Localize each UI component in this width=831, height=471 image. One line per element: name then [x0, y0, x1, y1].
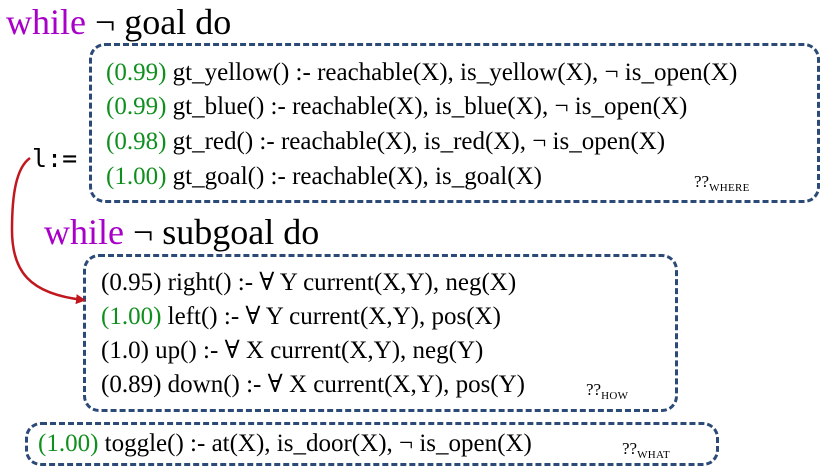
where-rule-3-body: gt_red() :- reachable(X), is_red(X), ¬ i…: [166, 128, 666, 155]
where-rule-1-weight: (0.99): [106, 59, 167, 86]
connector-arrow-path: [10, 156, 86, 305]
how-rule-4: (0.89) down() :- ∀ X current(X,Y), pos(Y…: [101, 370, 525, 400]
how-tag: ??HOW: [586, 380, 628, 406]
where-rule-1-body: gt_yellow() :- reachable(X), is_yellow(X…: [166, 59, 738, 86]
how-rule-2-body: left() :- ∀ Y current(X,Y), pos(X): [161, 303, 501, 330]
how-tag-subscript: HOW: [601, 390, 629, 402]
how-rule-2: (1.00) left() :- ∀ Y current(X,Y), pos(X…: [101, 302, 501, 332]
where-rule-4-body: gt_goal() :- reachable(X), is_goal(X): [166, 163, 542, 190]
how-rule-1: (0.95) right() :- ∀ Y current(X,Y), neg(…: [101, 268, 516, 298]
what-tag: ??WHAT: [622, 439, 670, 465]
how-rule-box: [83, 254, 678, 412]
assignment-label: l:=: [32, 144, 78, 173]
how-rule-2-weight: (1.00): [101, 303, 162, 330]
outer-while-condition: goal do: [124, 2, 232, 42]
outer-while-keyword: while: [6, 2, 86, 42]
what-rule-1: (1.00) toggle() :- at(X), is_door(X), ¬ …: [38, 429, 532, 459]
where-rule-3: (0.98) gt_red() :- reachable(X), is_red(…: [106, 127, 665, 157]
inner-while-condition: subgoal do: [162, 212, 320, 252]
where-tag: ??WHERE: [694, 172, 750, 198]
what-tag-prefix: ??: [622, 439, 638, 458]
how-rule-4-weight: (0.89): [101, 371, 162, 398]
inner-negation-symbol: ¬: [132, 212, 154, 252]
where-tag-subscript: WHERE: [709, 182, 750, 194]
where-rule-2-body: gt_blue() :- reachable(X), is_blue(X), ¬…: [166, 93, 688, 120]
inner-while-header: while ¬ subgoal do: [44, 212, 319, 252]
where-rule-1: (0.99) gt_yellow() :- reachable(X), is_y…: [106, 58, 737, 88]
how-tag-prefix: ??: [586, 380, 602, 399]
where-rule-box: [89, 43, 820, 203]
outer-while-header: while ¬ goal do: [6, 2, 231, 42]
how-rule-1-body: right() :- ∀ Y current(X,Y), neg(X): [161, 269, 517, 296]
where-rule-4: (1.00) gt_goal() :- reachable(X), is_goa…: [106, 162, 542, 192]
what-tag-subscript: WHAT: [637, 449, 671, 461]
how-rule-4-body: down() :- ∀ X current(X,Y), pos(Y): [161, 371, 526, 398]
where-rule-2-weight: (0.99): [106, 93, 167, 120]
how-rule-3: (1.0) up() :- ∀ X current(X,Y), neg(Y): [101, 336, 483, 366]
where-rule-4-weight: (1.00): [106, 163, 167, 190]
where-rule-2: (0.99) gt_blue() :- reachable(X), is_blu…: [106, 92, 687, 122]
where-tag-prefix: ??: [694, 172, 710, 191]
what-rule-1-weight: (1.00): [38, 430, 99, 457]
what-rule-box: [25, 422, 719, 466]
inner-while-keyword: while: [44, 212, 124, 252]
where-rule-3-weight: (0.98): [106, 128, 167, 155]
how-rule-1-weight: (0.95): [101, 269, 162, 296]
how-rule-3-weight: (1.0): [101, 337, 149, 364]
how-rule-3-body: up() :- ∀ X current(X,Y), neg(Y): [148, 337, 484, 364]
what-rule-1-body: toggle() :- at(X), is_door(X), ¬ is_open…: [98, 430, 532, 457]
outer-negation-symbol: ¬: [94, 2, 116, 42]
